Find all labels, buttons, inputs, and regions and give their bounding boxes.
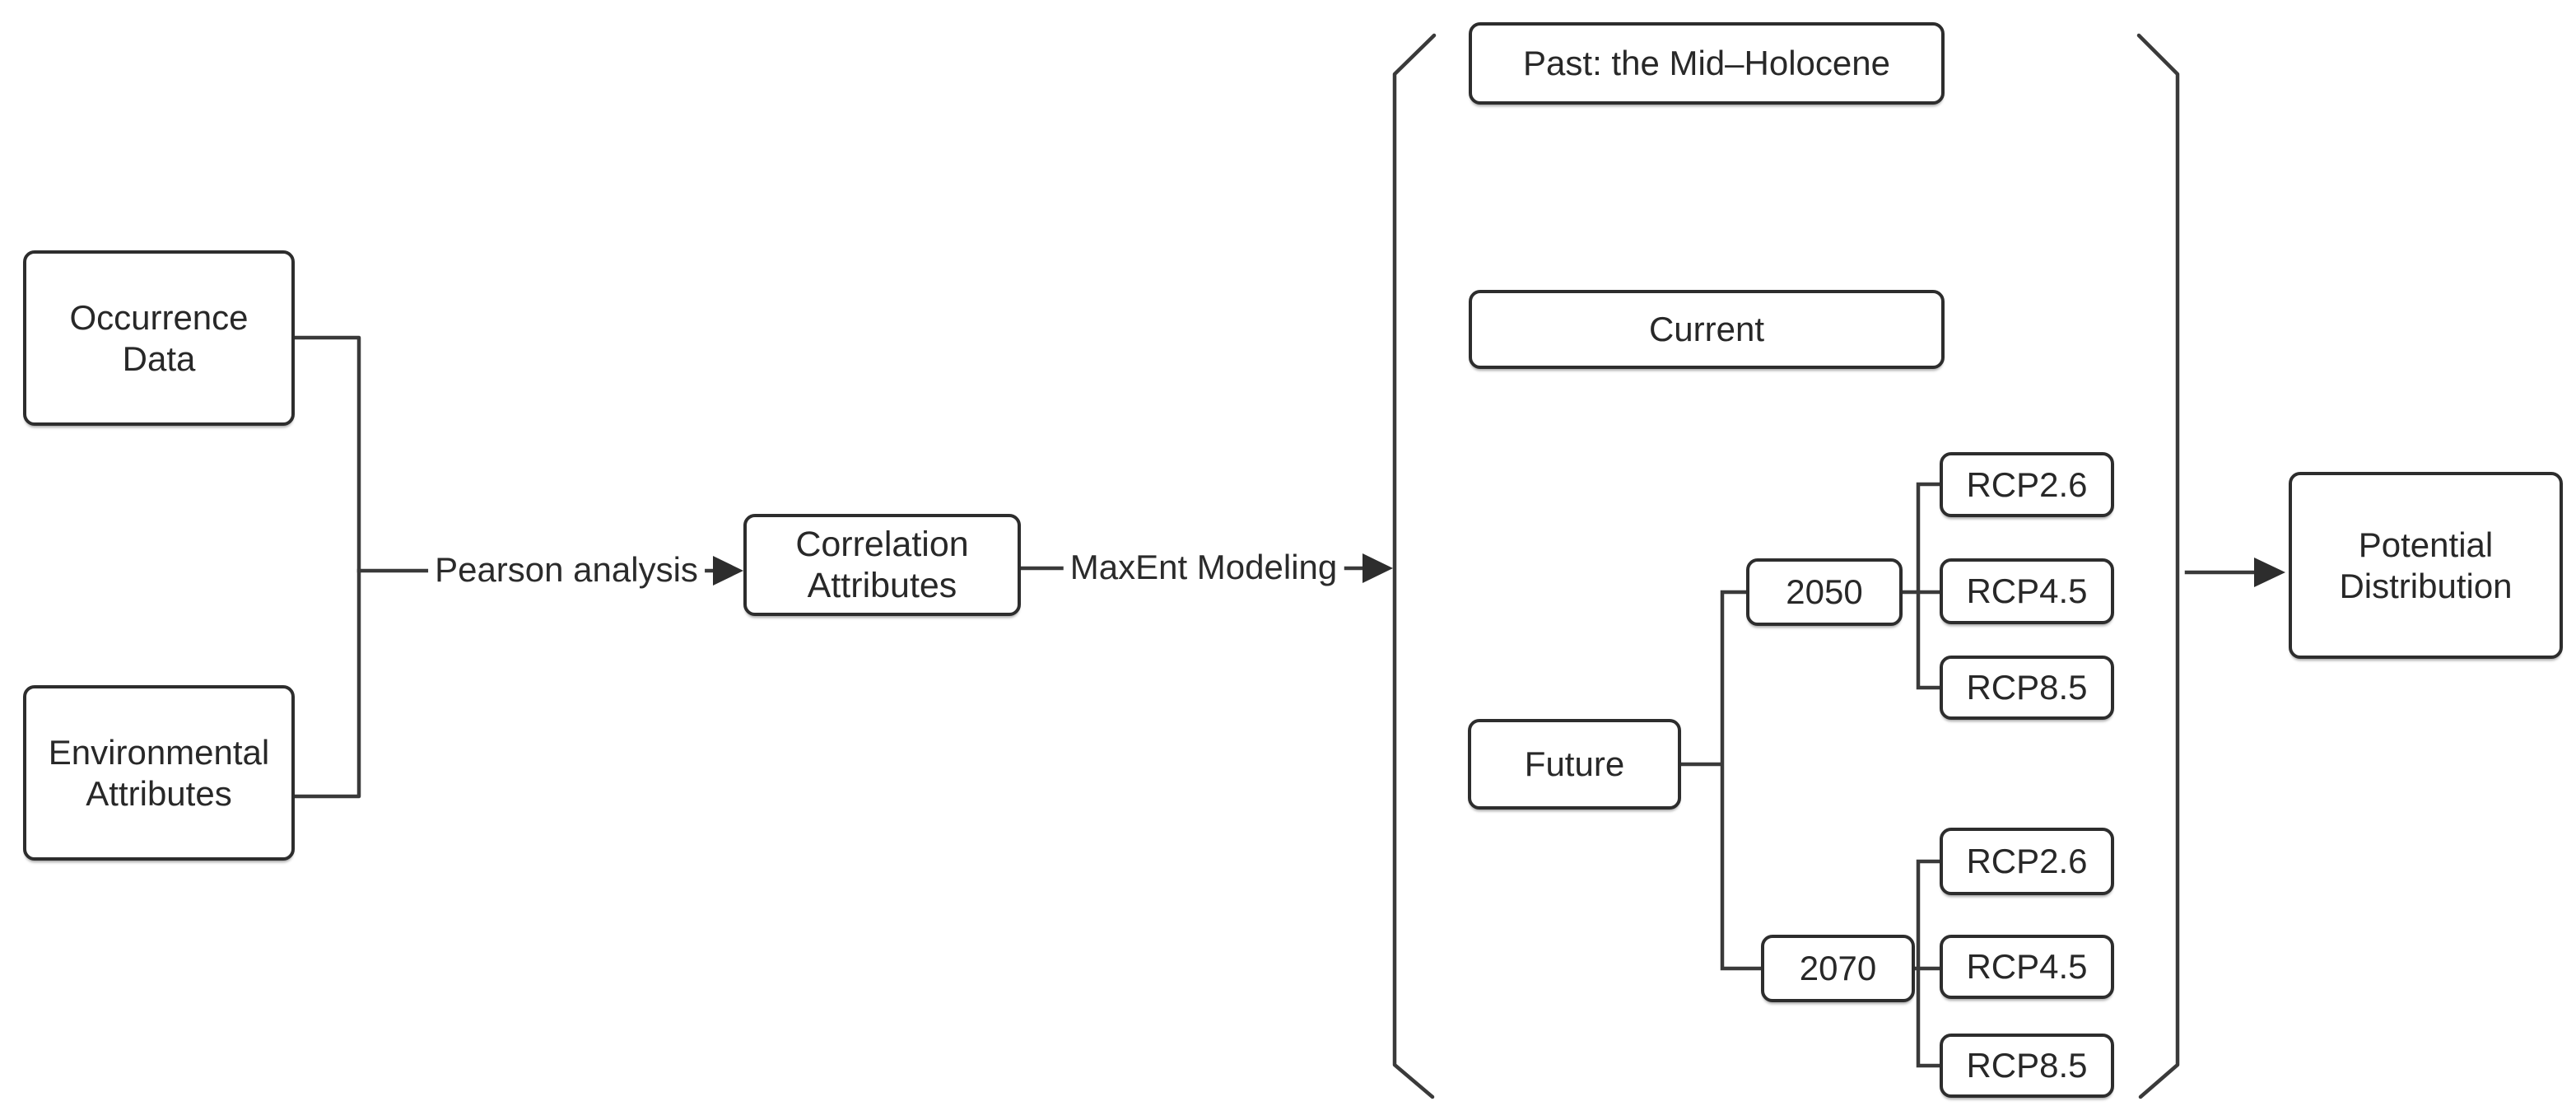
future-branch-connector [1679,590,1763,971]
node-past-mid-holocene-label: Past: the Mid–Holocene [1523,44,1890,82]
node-potential-distribution: Potential Distribution [2289,472,2563,659]
node-current-label: Current [1648,310,1765,348]
node-year-2050: 2050 [1746,558,1903,626]
node-occurrence-data: Occurrence Data [23,250,295,426]
node-year-2070-label: 2070 [1799,949,1877,987]
node-environmental-attributes: Environmental Attributes [23,685,295,861]
node-correlation-attributes: Correlation Attributes [743,514,1021,616]
maxent-modeling-label: MaxEnt Modeling [1063,546,1344,589]
node-potential-distribution-label: Potential Distribution [2339,525,2513,605]
branch-2070-connector [1912,859,1942,1068]
node-environmental-attributes-label: Environmental Attributes [48,732,270,813]
node-year-2070: 2070 [1761,935,1915,1002]
node-current: Current [1469,290,1945,369]
node-2070-rcp85-label: RCP8.5 [1966,1046,2088,1085]
node-2070-rcp26: RCP2.6 [1940,828,2114,895]
node-2070-rcp45-label: RCP4.5 [1966,947,2088,986]
branch-2050-connector [1900,482,1942,690]
node-2050-rcp45: RCP4.5 [1940,558,2114,624]
pearson-arrowhead-icon [713,556,743,586]
node-2070-rcp85: RCP8.5 [1940,1034,2114,1098]
node-2050-rcp85-label: RCP8.5 [1966,668,2088,707]
output-arrowhead-icon [2254,558,2285,587]
node-future: Future [1468,719,1681,810]
node-2050-rcp85: RCP8.5 [1940,656,2114,720]
node-year-2050-label: 2050 [1786,572,1863,611]
node-2050-rcp26: RCP2.6 [1940,452,2114,517]
node-2050-rcp45-label: RCP4.5 [1966,572,2088,610]
right-bracket [2136,33,2180,1099]
node-occurrence-data-label: Occurrence Data [69,297,249,378]
node-past-mid-holocene: Past: the Mid–Holocene [1469,22,1945,105]
node-2050-rcp26-label: RCP2.6 [1966,464,2088,504]
input-merge-connector [292,335,361,799]
node-2070-rcp45: RCP4.5 [1940,935,2114,999]
node-future-label: Future [1524,744,1625,783]
node-correlation-attributes-label: Correlation Attributes [795,525,969,605]
left-bracket [1392,33,1437,1099]
node-2070-rcp26-label: RCP2.6 [1966,842,2088,880]
pearson-analysis-label: Pearson analysis [428,548,705,591]
maxent-arrowhead-icon [1363,553,1393,583]
